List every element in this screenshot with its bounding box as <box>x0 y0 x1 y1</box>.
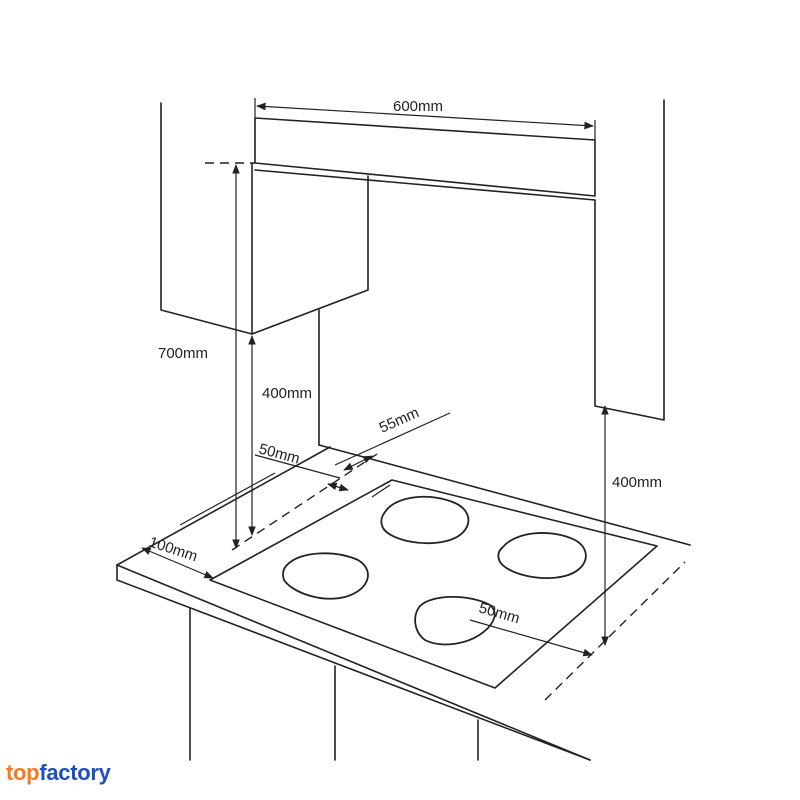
logo-top-text: top <box>6 760 40 785</box>
label-700mm: 700mm <box>158 345 208 362</box>
label-100mm: 100mm <box>147 534 200 566</box>
label-50mm-back: 50mm <box>257 440 302 467</box>
dim-100mm-arrow <box>141 547 214 579</box>
burner-front-left <box>282 552 369 600</box>
dimension-arrows <box>141 102 609 657</box>
burners <box>282 495 587 646</box>
burner-front-right <box>414 596 496 646</box>
dim-55mm-arrow <box>343 455 373 471</box>
label-400mm-left: 400mm <box>262 385 312 402</box>
dim-600mm-arrow <box>256 102 594 130</box>
topfactory-logo: topfactory <box>6 760 111 786</box>
extension-lines <box>179 98 596 526</box>
countertop <box>116 444 691 761</box>
upper-left-cabinet <box>160 102 253 335</box>
burner-back-left <box>380 495 470 545</box>
label-600mm: 600mm <box>393 98 443 115</box>
dim-50mm-back-arrow <box>327 482 349 492</box>
dimension-labels: 600mm 700mm 400mm 400mm 55mm 50mm 100mm … <box>147 98 662 627</box>
dim-50mm-side-arrow <box>469 619 593 657</box>
right-cabinet <box>594 99 665 421</box>
clearance-lines <box>205 162 686 701</box>
label-55mm: 55mm <box>377 404 422 436</box>
label-50mm-side: 50mm <box>477 600 522 628</box>
cooktop <box>209 479 658 689</box>
burner-back-right <box>497 532 587 579</box>
logo-factory-text: factory <box>39 760 111 785</box>
label-400mm-right: 400mm <box>612 474 662 491</box>
range-hood <box>251 117 596 335</box>
